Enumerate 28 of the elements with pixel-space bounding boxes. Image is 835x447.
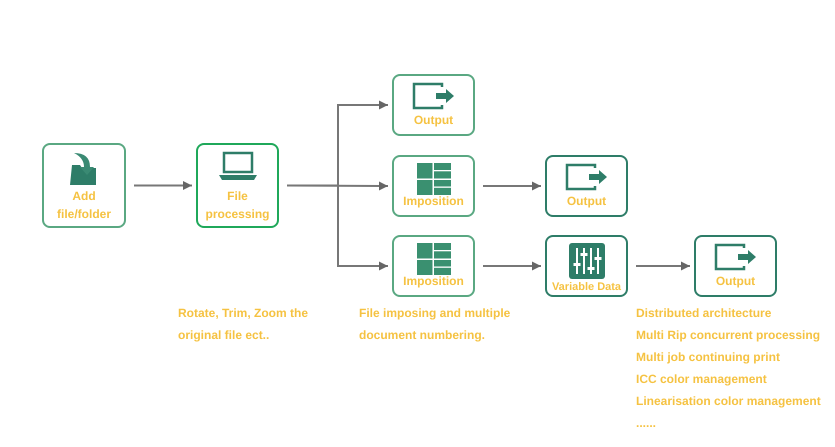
node-label: Output xyxy=(714,273,756,290)
process-box xyxy=(694,235,777,297)
node-label: Add file/folder xyxy=(56,188,112,223)
arrow xyxy=(483,262,541,270)
process-box xyxy=(392,155,475,217)
node-label: Output xyxy=(566,193,608,210)
note-text: Linearisation color management xyxy=(636,393,821,410)
process-box xyxy=(42,143,126,228)
node-label: Imposition xyxy=(402,193,465,210)
note-text: ICC color management xyxy=(636,371,767,388)
note-text: Multi job continuing print xyxy=(636,349,780,366)
node-label: File processing xyxy=(204,188,271,223)
note-text: File imposing and multiple document numbering. xyxy=(359,305,512,344)
process-box xyxy=(392,74,475,136)
arrow xyxy=(636,262,690,270)
process-box xyxy=(545,235,628,297)
node-label: Imposition xyxy=(402,273,465,290)
arrow xyxy=(483,182,541,190)
node-label: Output xyxy=(412,112,454,129)
arrow xyxy=(134,181,192,190)
note-text: Rotate, Trim, Zoom the original file ect.. xyxy=(178,305,310,344)
note-text: ...... xyxy=(636,415,656,432)
note-text: Distributed architecture xyxy=(636,305,772,322)
process-box xyxy=(545,155,628,217)
process-box xyxy=(392,235,475,297)
process-box xyxy=(196,143,279,228)
note-text: Multi Rip concurrent processing xyxy=(636,327,820,344)
node-label: Variable Data xyxy=(550,280,622,294)
